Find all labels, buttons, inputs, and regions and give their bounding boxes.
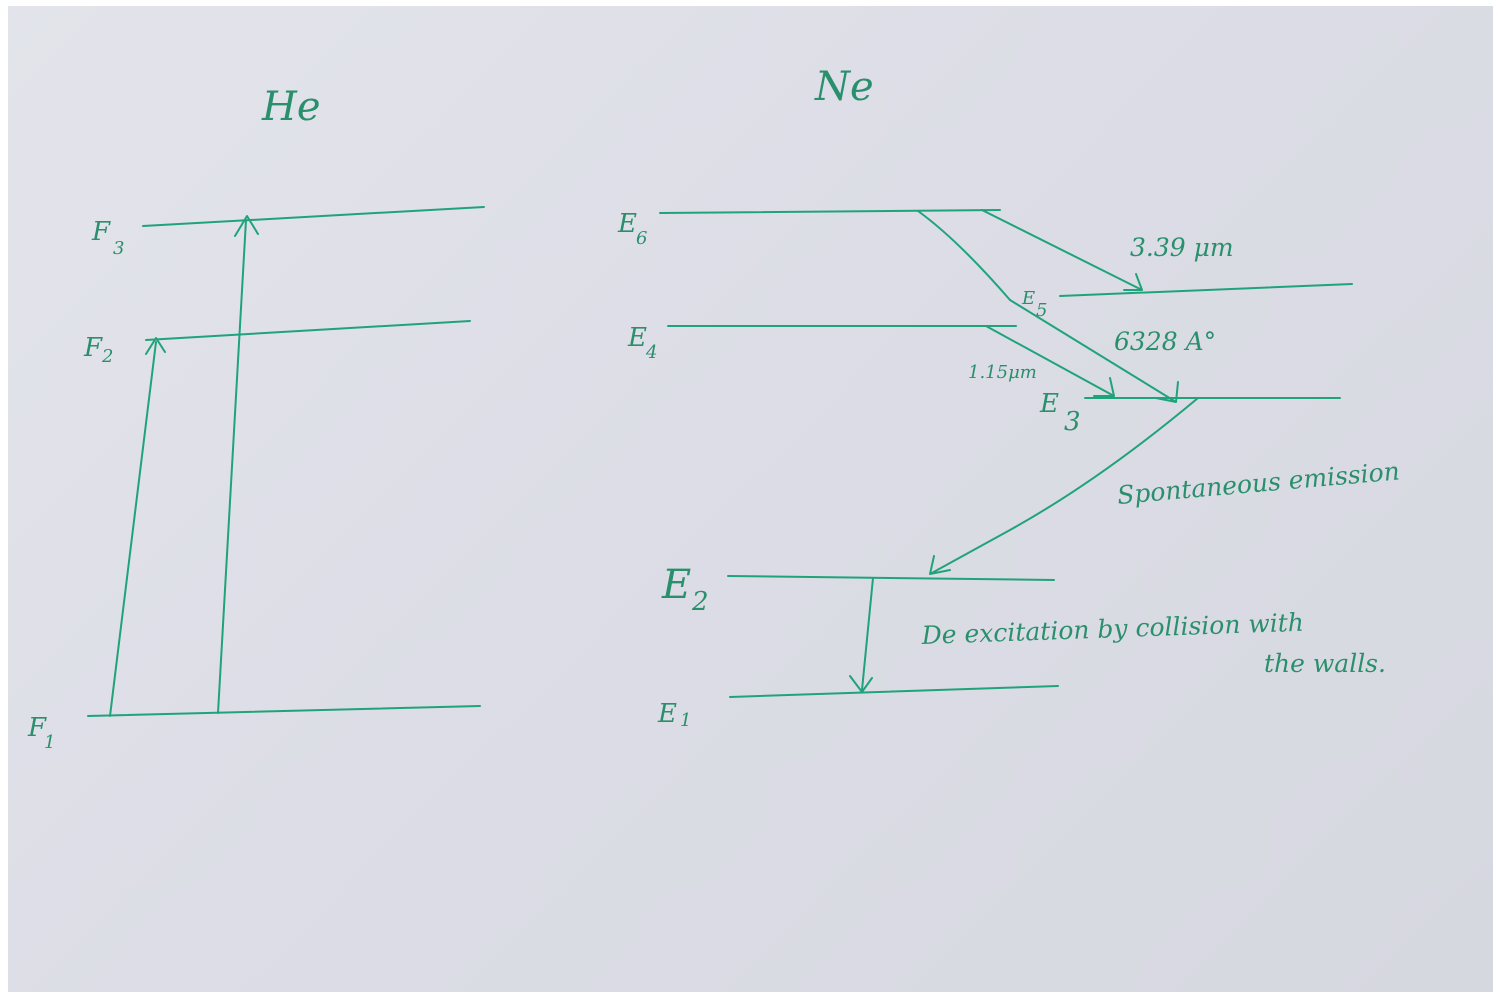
he-excitation-arrow-f1-f3 bbox=[217, 215, 259, 714]
svg-text:E: E bbox=[1039, 389, 1059, 419]
label-1-15-um: 1.15μm bbox=[968, 362, 1037, 383]
he-level-f2 bbox=[145, 320, 471, 341]
spontaneous-emission-arrow bbox=[929, 397, 1199, 575]
he-level-f3 bbox=[142, 206, 485, 227]
ne-label-e2: E 2 bbox=[661, 562, 709, 617]
svg-text:3: 3 bbox=[1064, 407, 1081, 437]
svg-text:4: 4 bbox=[645, 342, 657, 363]
label-6328-angstrom: 6328 A° bbox=[1114, 327, 1216, 356]
svg-text:E: E bbox=[661, 562, 691, 608]
svg-text:F: F bbox=[91, 217, 111, 247]
he-title: He bbox=[261, 84, 321, 130]
svg-text:2: 2 bbox=[691, 587, 709, 617]
he-excitation-arrow-f1-f2 bbox=[109, 337, 166, 717]
svg-text:E: E bbox=[1021, 288, 1035, 309]
svg-text:5: 5 bbox=[1036, 300, 1047, 321]
label-spontaneous-emission: Spontaneous emission bbox=[1116, 456, 1401, 510]
ne-level-e1 bbox=[729, 685, 1059, 698]
he-label-f2: F 2 bbox=[83, 333, 113, 367]
deexcitation-arrow bbox=[849, 577, 874, 693]
label-3-39-um: 3.39 μm bbox=[1130, 233, 1234, 262]
ne-title: Ne bbox=[814, 64, 874, 110]
svg-text:F: F bbox=[83, 333, 103, 363]
ne-label-e6: E 6 bbox=[617, 209, 647, 249]
svg-text:F: F bbox=[27, 713, 47, 743]
svg-text:1: 1 bbox=[44, 732, 55, 753]
ne-label-e5: E 5 bbox=[1021, 288, 1047, 321]
svg-text:3: 3 bbox=[113, 238, 124, 259]
ne-level-e2 bbox=[727, 575, 1055, 581]
he-label-f1: F 1 bbox=[27, 713, 55, 753]
ne-label-e1: E 1 bbox=[657, 699, 691, 731]
ne-label-e3: E 3 bbox=[1039, 389, 1081, 437]
svg-text:1: 1 bbox=[680, 710, 691, 731]
svg-text:E: E bbox=[617, 209, 637, 239]
transition-arrow-e6-e3 bbox=[917, 210, 1179, 403]
svg-text:E: E bbox=[657, 699, 677, 729]
svg-text:6: 6 bbox=[636, 228, 647, 249]
ne-level-e5 bbox=[1059, 283, 1353, 297]
transition-arrow-e4-e3 bbox=[985, 325, 1115, 397]
transition-arrow-e6-e5 bbox=[981, 209, 1143, 291]
label-deexcitation-line2: the walls. bbox=[1264, 649, 1386, 678]
ne-label-e4: E 4 bbox=[627, 323, 657, 363]
ne-level-e6 bbox=[659, 209, 1001, 214]
label-deexcitation-line1: De excitation by collision with bbox=[920, 608, 1304, 650]
paper-background bbox=[8, 6, 1493, 992]
he-label-f3: F 3 bbox=[91, 217, 124, 259]
svg-text:E: E bbox=[627, 323, 647, 353]
he-level-f1 bbox=[87, 705, 481, 717]
svg-text:2: 2 bbox=[101, 346, 113, 367]
